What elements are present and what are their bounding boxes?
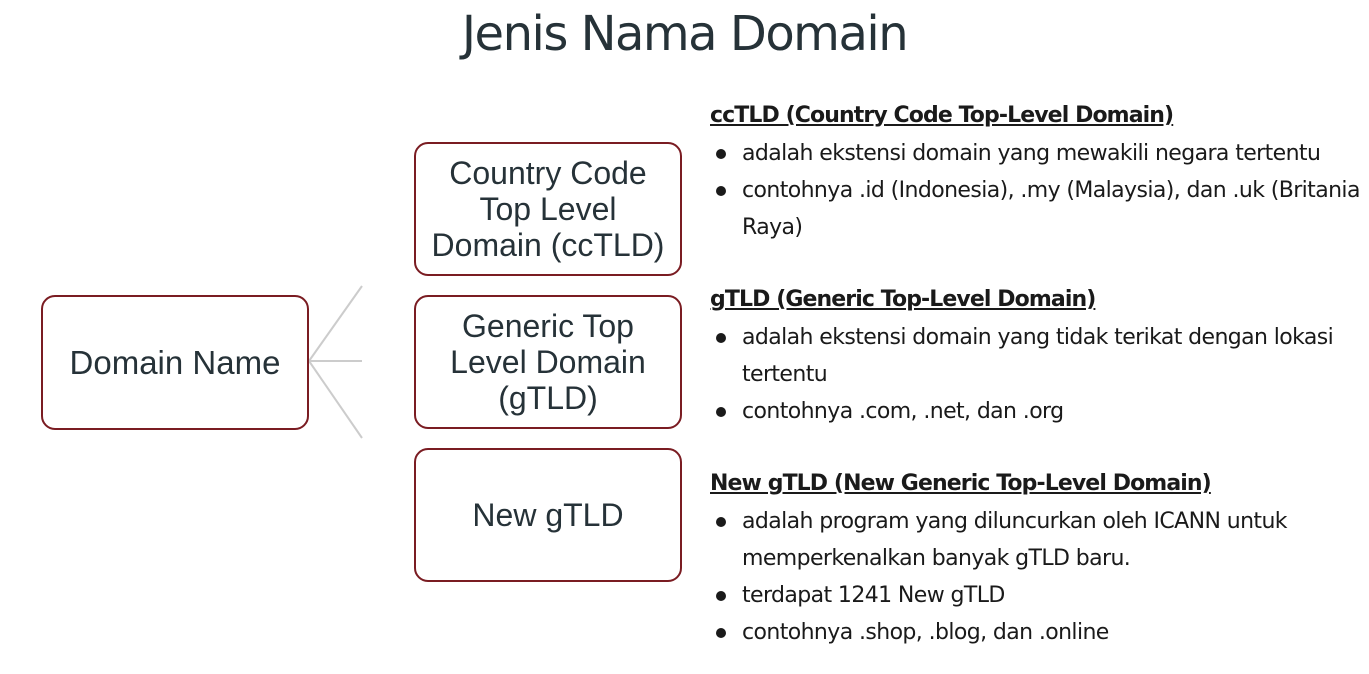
bullet-item: contohnya .com, .net, dan .org [710, 393, 1365, 430]
bullet-item: adalah program yang diluncurkan oleh ICA… [710, 503, 1365, 577]
page-title: Jenis Nama Domain [461, 6, 909, 62]
child-node-new-gtld: New gTLD [414, 448, 682, 582]
child-node-label: New gTLD [472, 497, 623, 533]
description-heading: gTLD (Generic Top-Level Domain) [710, 287, 1096, 312]
bullet-item: contohnya .id (Indonesia), .my (Malaysia… [710, 172, 1365, 246]
label-line: New gTLD [472, 497, 624, 533]
description-gtld: gTLD (Generic Top-Level Domain) adalah e… [710, 285, 1365, 430]
child-node-label: Generic Top Level Domain (gTLD) [450, 308, 646, 416]
bullet-item: adalah ekstensi domain yang mewakili neg… [710, 135, 1365, 172]
label-line: Country Code [449, 155, 647, 191]
bullet-item: terdapat 1241 New gTLD [710, 577, 1365, 614]
bullet-list: adalah program yang diluncurkan oleh ICA… [710, 503, 1365, 651]
description-new-gtld: New gTLD (New Generic Top-Level Domain) … [710, 469, 1365, 651]
label-line: Generic Top [462, 308, 634, 344]
child-node-gtld: Generic Top Level Domain (gTLD) [414, 295, 682, 429]
label-line: Level Domain [450, 344, 646, 380]
connector-line-cctld [308, 285, 363, 362]
connector-line-new-gtld [308, 360, 363, 439]
child-node-cctld: Country Code Top Level Domain (ccTLD) [414, 142, 682, 276]
bullet-list: adalah ekstensi domain yang tidak terika… [710, 319, 1365, 430]
bullet-item: contohnya .shop, .blog, dan .online [710, 614, 1365, 651]
description-heading: ccTLD (Country Code Top-Level Domain) [710, 103, 1174, 128]
label-line: (gTLD) [498, 380, 598, 416]
bullet-item: adalah ekstensi domain yang tidak terika… [710, 319, 1365, 393]
bullet-list: adalah ekstensi domain yang mewakili neg… [710, 135, 1365, 246]
root-node-domain-name: Domain Name [41, 295, 309, 430]
description-heading: New gTLD (New Generic Top-Level Domain) [710, 471, 1212, 496]
child-node-label: Country Code Top Level Domain (ccTLD) [432, 155, 665, 263]
label-line: Domain (ccTLD) [431, 227, 665, 263]
root-node-label: Domain Name [69, 343, 281, 381]
description-cctld: ccTLD (Country Code Top-Level Domain) ad… [710, 101, 1365, 246]
label-line: Top Level [479, 191, 617, 227]
